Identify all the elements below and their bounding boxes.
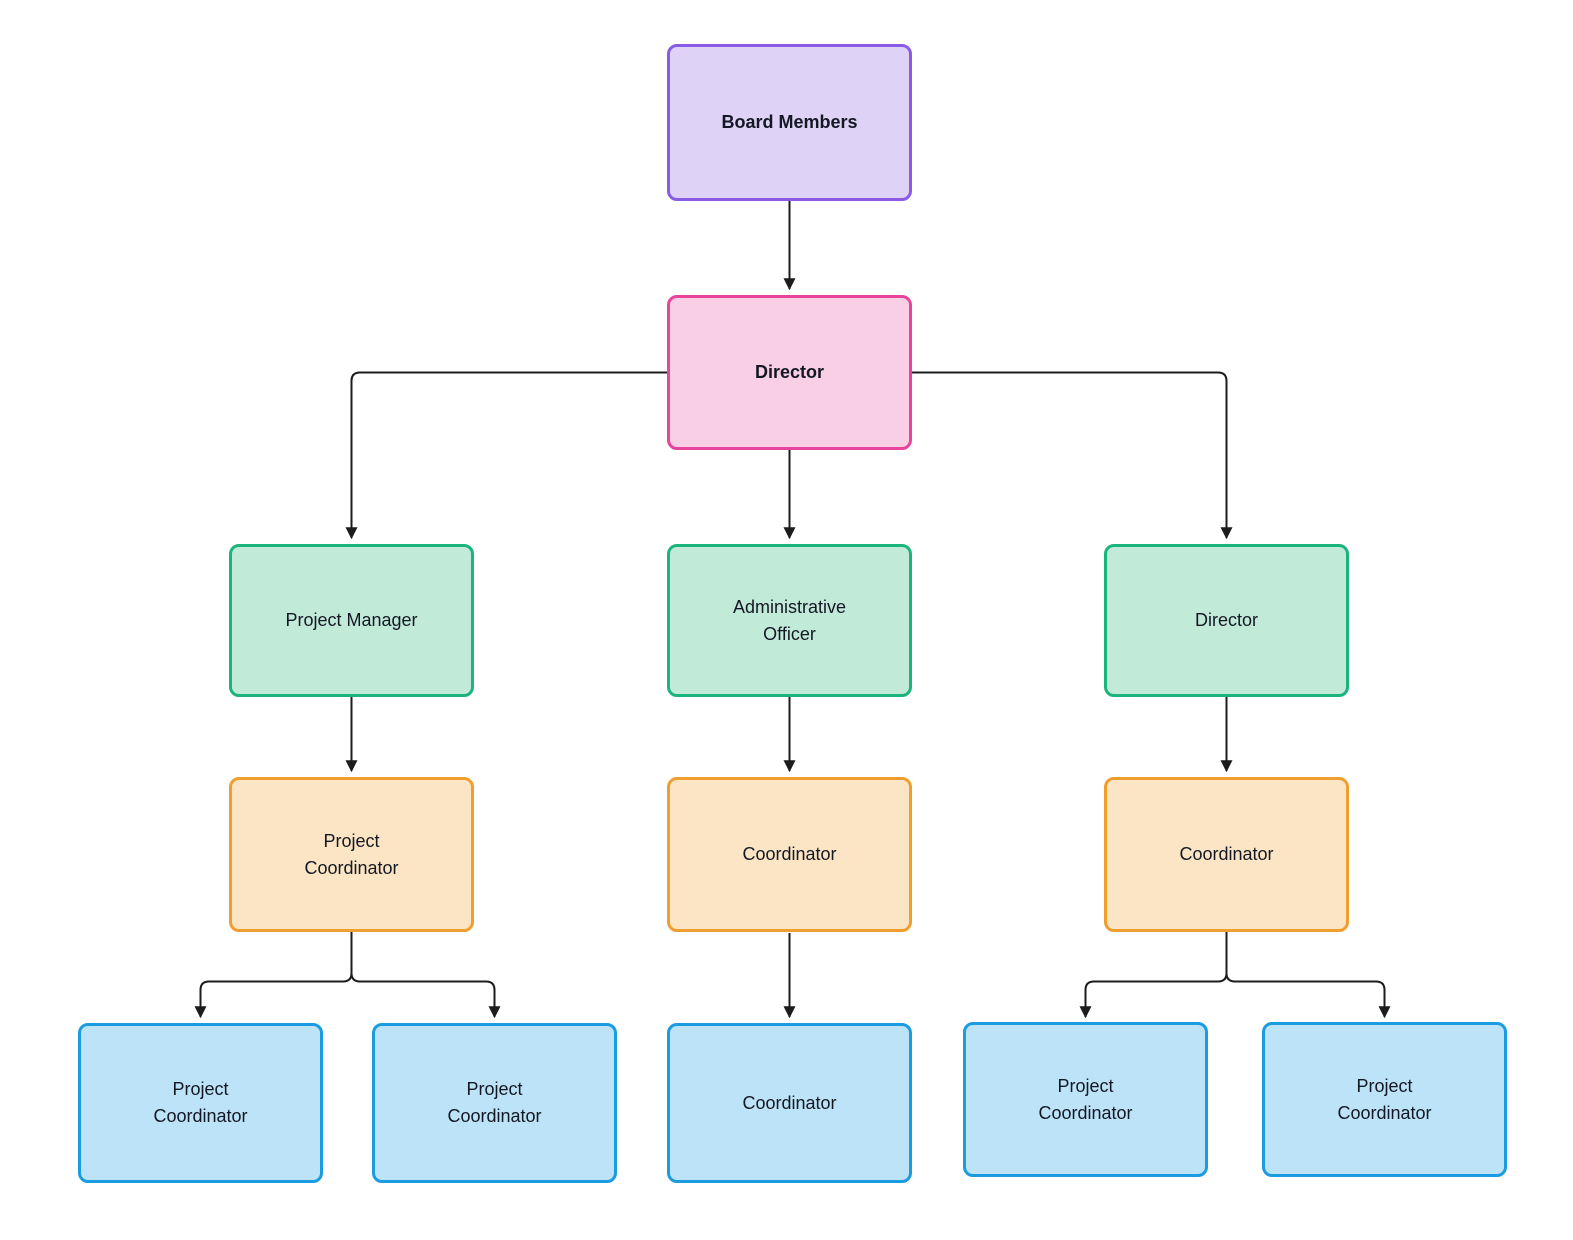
org-node-director-2: Director [1104,544,1349,697]
org-node-label: Director [1194,610,1258,630]
org-node-label: Project Coordinator [1337,1075,1432,1123]
org-node-label: Project Manager [285,610,418,630]
org-node-project-coordinator-2: Project Coordinator [78,1023,323,1183]
org-node-label: Administrative Officer [732,596,847,644]
org-node-coordinator-1: Coordinator [667,777,912,932]
org-node-label: Coordinator [742,844,837,864]
org-node-project-manager: Project Manager [229,544,474,697]
edge-director-to-director-2 [912,371,1233,540]
org-node-coordinator-3: Coordinator [667,1023,912,1183]
org-node-label: Coordinator [1179,844,1274,864]
org-node-administrative-officer: Administrative Officer [667,544,912,697]
org-node-label: Project Coordinator [447,1079,542,1126]
edge-project-coordinator-1-to-project-coordinator-3 [350,932,501,1019]
org-node-label: Project Coordinator [153,1079,248,1126]
edge-director-to-project-manager [345,371,667,540]
org-node-label: Director [754,362,825,382]
org-node-director: Director [667,295,912,450]
org-node-label: Coordinator [742,1092,837,1113]
org-node-label: Project Coordinator [1038,1075,1133,1123]
org-node-project-coordinator-5: Project Coordinator [1262,1022,1507,1177]
org-node-board-members: Board Members [667,44,912,201]
org-node-label: Board Members [721,112,858,132]
org-node-project-coordinator-3: Project Coordinator [372,1023,617,1183]
org-node-label: Project Coordinator [304,830,399,878]
edge-coordinator-2-to-project-coordinator-5 [1225,932,1391,1019]
org-node-project-coordinator-1: Project Coordinator [229,777,474,932]
org-node-project-coordinator-4: Project Coordinator [963,1022,1208,1177]
edge-coordinator-2-to-project-coordinator-4 [1079,932,1228,1019]
edge-project-coordinator-1-to-project-coordinator-2 [194,932,353,1019]
org-node-coordinator-2: Coordinator [1104,777,1349,932]
